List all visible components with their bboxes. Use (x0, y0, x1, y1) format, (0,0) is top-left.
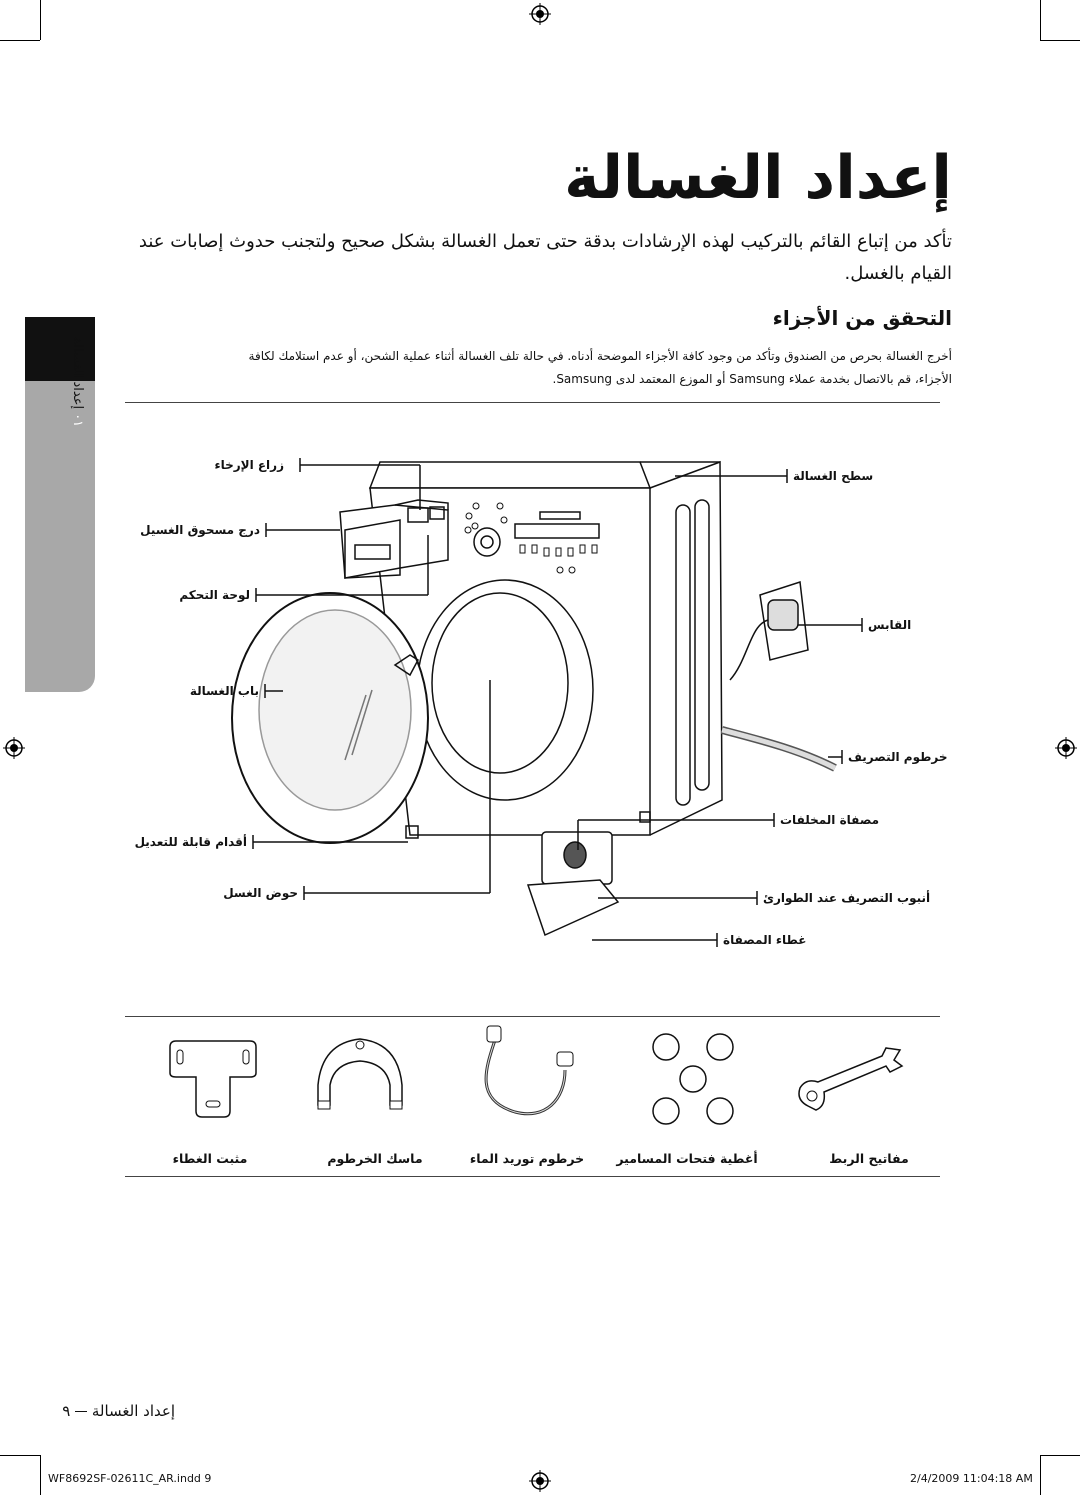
accessories-bottom-rule (125, 1176, 940, 1177)
divider (125, 402, 940, 403)
label-release-lever: زراع الإرخاء (214, 458, 284, 472)
hose-icon (484, 1025, 574, 1116)
label-control-panel: لوحة التحكم (179, 588, 250, 602)
accessories-top-rule (125, 1016, 940, 1017)
footer-section-title: إعداد الغسالة (91, 1402, 175, 1420)
section-note-line-1: أخرج الغسالة بحرص من الصندوق وتأكد من وج… (248, 349, 952, 363)
label-washer-door: باب الغسالة (189, 684, 259, 698)
section-note-line-2: الأجزاء، قم بالاتصال بخدمة عملاء Samsung… (552, 372, 952, 386)
label-drain-hose: خرطوم التصريف (848, 750, 948, 764)
wrench-icon (798, 1047, 904, 1111)
accessory-label-caps: أغطية فتحات المسامير (616, 1151, 758, 1166)
page-title: إعداد الغسالة (564, 143, 952, 213)
accessory-label-wrench: مفاتيح الربط (829, 1151, 909, 1166)
accessory-label-stand: مثبت الغطاء (172, 1151, 248, 1166)
label-washer-top: سطح الغسالة (793, 469, 874, 483)
page-number: ٩ (62, 1402, 71, 1420)
intro-paragraph: تأكد من إتباع القائم بالتركيب لهذه الإرش… (138, 231, 952, 284)
file-slug: WF8692SF-02611C_AR.indd 9 (48, 1472, 212, 1485)
label-wash-tub: حوض الغسل (223, 886, 298, 900)
washing-machine-diagram (231, 458, 863, 947)
section-heading: التحقق من الأجزاء (772, 306, 952, 330)
registration-mark-icon (529, 1470, 551, 1492)
registration-mark-icon (529, 3, 551, 25)
registration-mark-icon (3, 737, 25, 759)
label-power-plug: القابس (868, 618, 912, 632)
label-detergent-drawer: درج مسحوق الغسيل (140, 523, 260, 537)
caps-icon (652, 1033, 734, 1125)
label-emergency-drain-tube: أنبوب التصريف عند الطوارئ (763, 891, 931, 905)
footer-dash (75, 1411, 88, 1412)
hose-guide-icon (317, 1038, 403, 1110)
label-filter-cover: غطاء المصفاة (723, 933, 807, 947)
accessory-label-hose-guide: ماسك الخرطوم (327, 1151, 423, 1166)
registration-mark-icon (1055, 737, 1077, 759)
accessory-label-hose: خرطوم توريد الماء (469, 1151, 585, 1166)
timestamp-slug: 2/4/2009 11:04:18 AM (910, 1472, 1033, 1485)
label-adjustable-feet: أقدام قابلة للتعديل (134, 835, 247, 849)
stand-icon (169, 1040, 257, 1118)
label-debris-filter: مصفاة المخلفات (780, 813, 880, 827)
section-note: أخرج الغسالة بحرص من الصندوق وتأكد من وج… (117, 345, 952, 391)
footer-section-ref: إعداد الغسالة ٩ (62, 1402, 175, 1420)
chapter-side-tab: ٠١ إعداد الغسالة (25, 317, 95, 692)
